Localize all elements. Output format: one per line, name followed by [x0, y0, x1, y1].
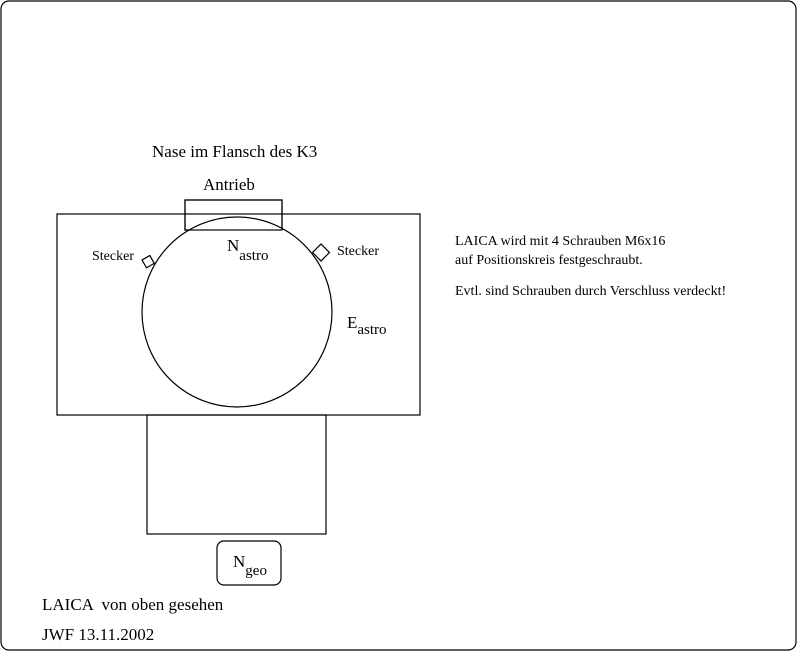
north-astro-sub: astro	[239, 248, 268, 264]
caption: LAICA von oben gesehen	[42, 595, 224, 614]
drive-box-overlay	[184, 199, 283, 231]
north-geo-box	[216, 540, 282, 586]
plug-right-label: Stecker	[337, 244, 379, 259]
east-astro-sub: astro	[357, 322, 386, 338]
note-line-2: auf Positionskreis festgeschraubt.	[455, 253, 643, 268]
east-astro-label: Eastro	[347, 313, 387, 338]
north-geo-main: N	[233, 552, 245, 571]
note-line-3: Evtl. sind Schrauben durch Verschluss ve…	[455, 284, 726, 299]
drive-label: Antrieb	[203, 175, 255, 194]
north-astro-label: Nastro	[227, 236, 268, 264]
note-line-1: LAICA wird mit 4 Schrauben M6x16	[455, 234, 665, 249]
north-astro-main: N	[227, 236, 239, 255]
position-circle	[141, 216, 333, 408]
plug-right-marker	[311, 243, 331, 262]
lower-stem	[146, 414, 327, 535]
plug-left-label: Stecker	[92, 249, 134, 264]
author-date: JWF 13.11.2002	[42, 625, 154, 644]
north-geo-sub: geo	[245, 563, 267, 579]
plug-left-marker	[141, 254, 156, 269]
north-geo-label: Ngeo	[233, 552, 267, 579]
title: Nase im Flansch des K3	[152, 142, 317, 161]
east-astro-main: E	[347, 313, 357, 332]
